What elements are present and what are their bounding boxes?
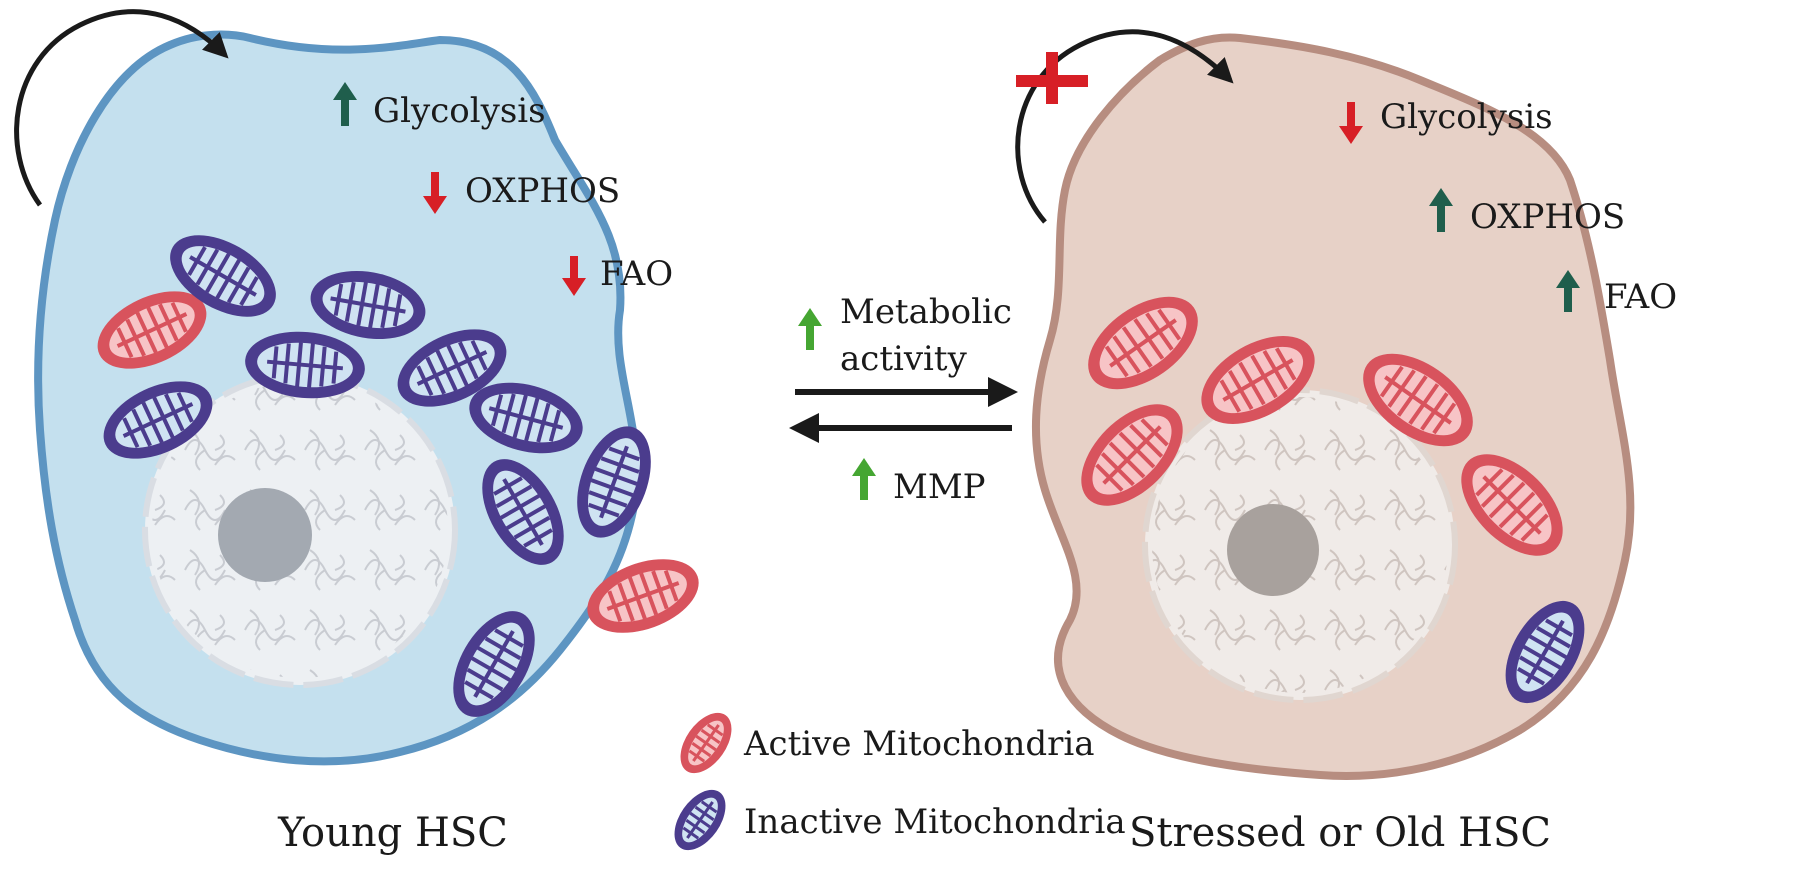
young-mito-inactive-5 bbox=[397, 329, 507, 407]
young-mito-inactive-1 bbox=[170, 235, 276, 317]
old-glycolysis-label: Glycolysis bbox=[1380, 97, 1553, 137]
old-mito-active-3 bbox=[1363, 353, 1473, 447]
block-cross-icon bbox=[1016, 52, 1088, 104]
old-nucleolus bbox=[1227, 504, 1319, 596]
arrow-up-icon bbox=[1429, 188, 1453, 232]
young-mito-inactive-9 bbox=[453, 611, 535, 717]
young-glycolysis-label: Glycolysis bbox=[373, 91, 546, 131]
transition-panel: Metabolic activity MMP bbox=[789, 292, 1018, 507]
legend-active-swatch bbox=[680, 712, 732, 774]
arrow-down-icon bbox=[423, 172, 447, 214]
young-mito-inactive-4 bbox=[103, 381, 213, 459]
arrow-up-icon bbox=[798, 308, 822, 350]
old-oxphos-indicator: OXPHOS bbox=[1429, 188, 1625, 237]
young-fao-indicator: FAO bbox=[562, 254, 673, 296]
old-glycolysis-indicator: Glycolysis bbox=[1339, 97, 1553, 144]
old-mito-active-2 bbox=[1201, 336, 1315, 424]
old-fao-label: FAO bbox=[1604, 277, 1677, 317]
legend-inactive-swatch bbox=[674, 789, 726, 851]
young-hsc-title: Young HSC bbox=[277, 810, 508, 856]
young-self-renewal-arrow bbox=[14, 9, 229, 207]
young-oxphos-label: OXPHOS bbox=[465, 171, 620, 211]
young-mito-inactive-8 bbox=[577, 426, 651, 538]
old-mito-inactive-1 bbox=[1505, 600, 1585, 704]
young-mito-inactive-3 bbox=[245, 331, 365, 399]
old-mito-active-5 bbox=[1461, 454, 1563, 556]
young-mito-inactive-2 bbox=[310, 270, 426, 340]
old-oxphos-label: OXPHOS bbox=[1470, 197, 1625, 237]
legend-inactive-label: Inactive Mitochondria bbox=[744, 802, 1126, 842]
legend-active-label: Active Mitochondria bbox=[743, 724, 1095, 764]
transition-top-line1: Metabolic bbox=[840, 292, 1012, 332]
young-oxphos-indicator: OXPHOS bbox=[423, 171, 620, 214]
arrow-down-icon bbox=[1339, 102, 1363, 144]
young-mito-active-2 bbox=[587, 559, 699, 633]
arrow-up-icon bbox=[1556, 270, 1580, 312]
transition-top-line2: activity bbox=[840, 339, 968, 379]
old-nucleus bbox=[1142, 387, 1458, 703]
old-hsc-title: Stressed or Old HSC bbox=[1129, 810, 1551, 856]
old-fao-indicator: FAO bbox=[1556, 270, 1677, 317]
young-nucleolus bbox=[218, 488, 312, 582]
arrow-down-icon bbox=[562, 256, 586, 296]
young-glycolysis-indicator: Glycolysis bbox=[333, 82, 546, 131]
arrow-up-icon bbox=[852, 458, 876, 500]
old-mito-active-4 bbox=[1081, 404, 1183, 506]
young-mito-inactive-7 bbox=[482, 459, 564, 565]
young-mito-active-1 bbox=[97, 291, 207, 369]
arrow-up-icon bbox=[333, 82, 357, 126]
young-hsc-cell: Glycolysis OXPHOS FAO Young HSC bbox=[14, 9, 699, 856]
old-mito-active-1 bbox=[1088, 296, 1198, 390]
young-fao-label: FAO bbox=[600, 254, 673, 294]
transition-bottom-label: MMP bbox=[893, 467, 986, 507]
young-mito-inactive-6 bbox=[469, 382, 583, 454]
legend: Active Mitochondria Inactive Mitochondri… bbox=[674, 712, 1126, 851]
old-hsc-cell: Glycolysis OXPHOS FAO Stressed or Old HS… bbox=[1015, 29, 1677, 856]
old-self-renewal-arrow bbox=[1015, 29, 1234, 224]
